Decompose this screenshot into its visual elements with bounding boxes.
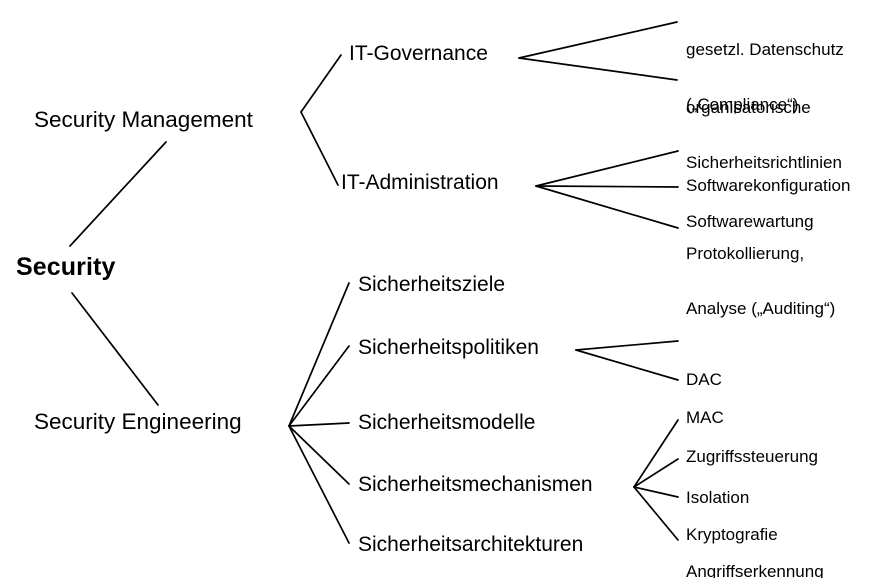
leaf-line-1: MAC bbox=[686, 407, 724, 427]
edge-mechanismen-to-angriffserkennung bbox=[633, 486, 679, 541]
leaf-line-1: Isolation bbox=[686, 487, 750, 507]
leaf-line-1: Zugriffssteuerung bbox=[686, 446, 818, 466]
leaf-line-1: Protokollierung, bbox=[686, 243, 805, 263]
edge-engineering-to-ziele bbox=[288, 282, 350, 427]
leaf-line-1: Angriffserkennung bbox=[686, 561, 824, 578]
node-security-management: Security Management bbox=[34, 107, 253, 132]
node-dac: DAC bbox=[686, 334, 722, 426]
node-sicherheitsziele: Sicherheitsziele bbox=[358, 273, 506, 296]
edge-engineering-to-mechanismen bbox=[288, 425, 350, 485]
node-organisatorische-sicherheitsrichtlinien: organisatorische Sicherheitsrichtlinien bbox=[686, 62, 842, 209]
node-gesetzl-datenschutz: gesetzl. Datenschutz („Compliance“) bbox=[686, 4, 844, 151]
node-angriffserkennung: Angriffserkennung (Intrusion Detection) bbox=[686, 526, 839, 578]
node-mac: MAC bbox=[686, 372, 724, 464]
node-sicherheitsarchitekturen: Sicherheitsarchitekturen bbox=[358, 533, 584, 556]
node-it-governance: IT-Governance bbox=[349, 42, 488, 65]
node-it-administration: IT-Administration bbox=[341, 171, 499, 194]
edge-engineering-to-architekturen bbox=[288, 425, 350, 544]
node-sicherheitspolitiken: Sicherheitspolitiken bbox=[358, 336, 539, 359]
leaf-line-1: Kryptografie bbox=[686, 524, 778, 544]
edge-administration-to-konfiguration bbox=[535, 150, 679, 187]
node-softwarekonfiguration: Softwarekonfiguration bbox=[686, 140, 850, 232]
node-zugriffssteuerung: Zugriffssteuerung bbox=[686, 411, 818, 503]
edge-mechanismen-to-kryptografie bbox=[633, 486, 679, 498]
edge-mechanismen-to-zugriffssteuerung bbox=[633, 419, 679, 488]
edge-governance-to-compliance bbox=[518, 21, 678, 59]
leaf-line-2: Analyse („Auditing“) bbox=[686, 298, 836, 318]
edge-engineering-to-modelle bbox=[288, 422, 350, 427]
edge-politiken-to-mac bbox=[575, 349, 679, 381]
edge-administration-to-wartung bbox=[535, 185, 679, 188]
node-kryptografie: Kryptografie bbox=[686, 489, 778, 578]
edge-security-to-management bbox=[69, 141, 167, 247]
leaf-line-1: DAC bbox=[686, 369, 722, 389]
leaf-line-1: Softwarekonfiguration bbox=[686, 175, 851, 195]
node-security-root: Security bbox=[16, 253, 116, 281]
edge-management-fork-upper bbox=[300, 54, 342, 113]
node-softwarewartung: Softwarewartung bbox=[686, 176, 814, 268]
node-protokollierung-analyse: Protokollierung, Analyse („Auditing“) bbox=[686, 208, 835, 355]
edge-mechanismen-to-isolation bbox=[633, 458, 679, 488]
leaf-line-2: Sicherheitsrichtlinien bbox=[686, 152, 842, 172]
leaf-line-2: („Compliance“) bbox=[686, 94, 799, 114]
leaf-line-1: gesetzl. Datenschutz bbox=[686, 39, 844, 59]
node-isolation: Isolation bbox=[686, 452, 749, 544]
edge-governance-to-richtlinien bbox=[518, 57, 678, 81]
leaf-line-1: Softwarewartung bbox=[686, 211, 814, 231]
node-sicherheitsmodelle: Sicherheitsmodelle bbox=[358, 411, 536, 434]
leaf-line-1: organisatorische bbox=[686, 97, 811, 117]
edge-security-to-engineering bbox=[71, 292, 159, 406]
edge-engineering-to-politiken bbox=[288, 345, 350, 427]
node-sicherheitsmechanismen: Sicherheitsmechanismen bbox=[358, 473, 593, 496]
node-security-engineering: Security Engineering bbox=[34, 409, 242, 434]
edge-politiken-to-dac bbox=[575, 340, 679, 351]
edge-administration-to-protokollierung bbox=[535, 185, 679, 229]
edge-management-fork-lower bbox=[300, 111, 339, 186]
